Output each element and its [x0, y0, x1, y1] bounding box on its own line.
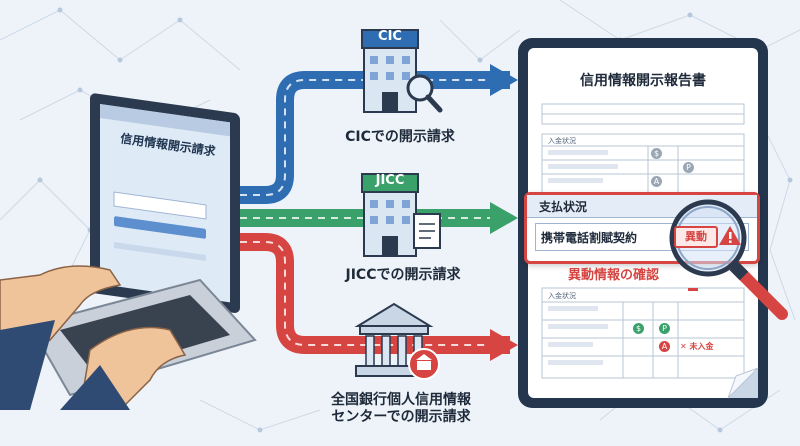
- mark-dollar-2: $: [633, 323, 644, 334]
- mark-dollar: $: [651, 148, 662, 159]
- bank-building-icon: [354, 302, 440, 380]
- anomaly-caption: 異動情報の確認: [568, 268, 660, 283]
- jicc-badge: JICC: [375, 173, 405, 188]
- left-sleeve: [0, 320, 55, 410]
- zengin-label-line2: センターでの開示請求: [331, 409, 471, 425]
- jicc-building-icon: [361, 173, 441, 257]
- mark-p-2: P: [659, 323, 670, 334]
- magnifier-icon: [406, 74, 434, 102]
- cic-label: CICでの開示請求: [345, 129, 455, 145]
- report-section1-header: 入金状況: [548, 137, 576, 145]
- report-section2-header: 入金状況: [548, 292, 576, 300]
- anomaly-stamp: 異動: [674, 226, 718, 248]
- magnifier-large-icon: [669, 199, 788, 320]
- callout-row-text: 携帯電話割賦契約: [541, 231, 638, 245]
- right-sleeve: [60, 365, 130, 410]
- mark-p: P: [683, 162, 694, 173]
- laptop-illustration: [0, 93, 257, 410]
- mark-a-2: A: [659, 341, 670, 352]
- mark-a: A: [651, 176, 662, 187]
- jicc-label: JICCでの開示請求: [345, 267, 461, 283]
- cic-badge: CIC: [378, 29, 402, 44]
- warning-icon: [719, 226, 741, 245]
- callout-header: 支払状況: [539, 200, 588, 214]
- zengin-label-line1: 全国銀行個人信用情報: [331, 392, 471, 408]
- zengin-label: 全国銀行個人信用情報 センターでの開示請求: [316, 392, 486, 426]
- report-title: 信用情報開示報告書: [580, 73, 706, 89]
- unpaid-marker: ✕ 未入金: [680, 342, 714, 351]
- page-curl: [728, 368, 759, 399]
- cic-building-icon: [361, 29, 443, 113]
